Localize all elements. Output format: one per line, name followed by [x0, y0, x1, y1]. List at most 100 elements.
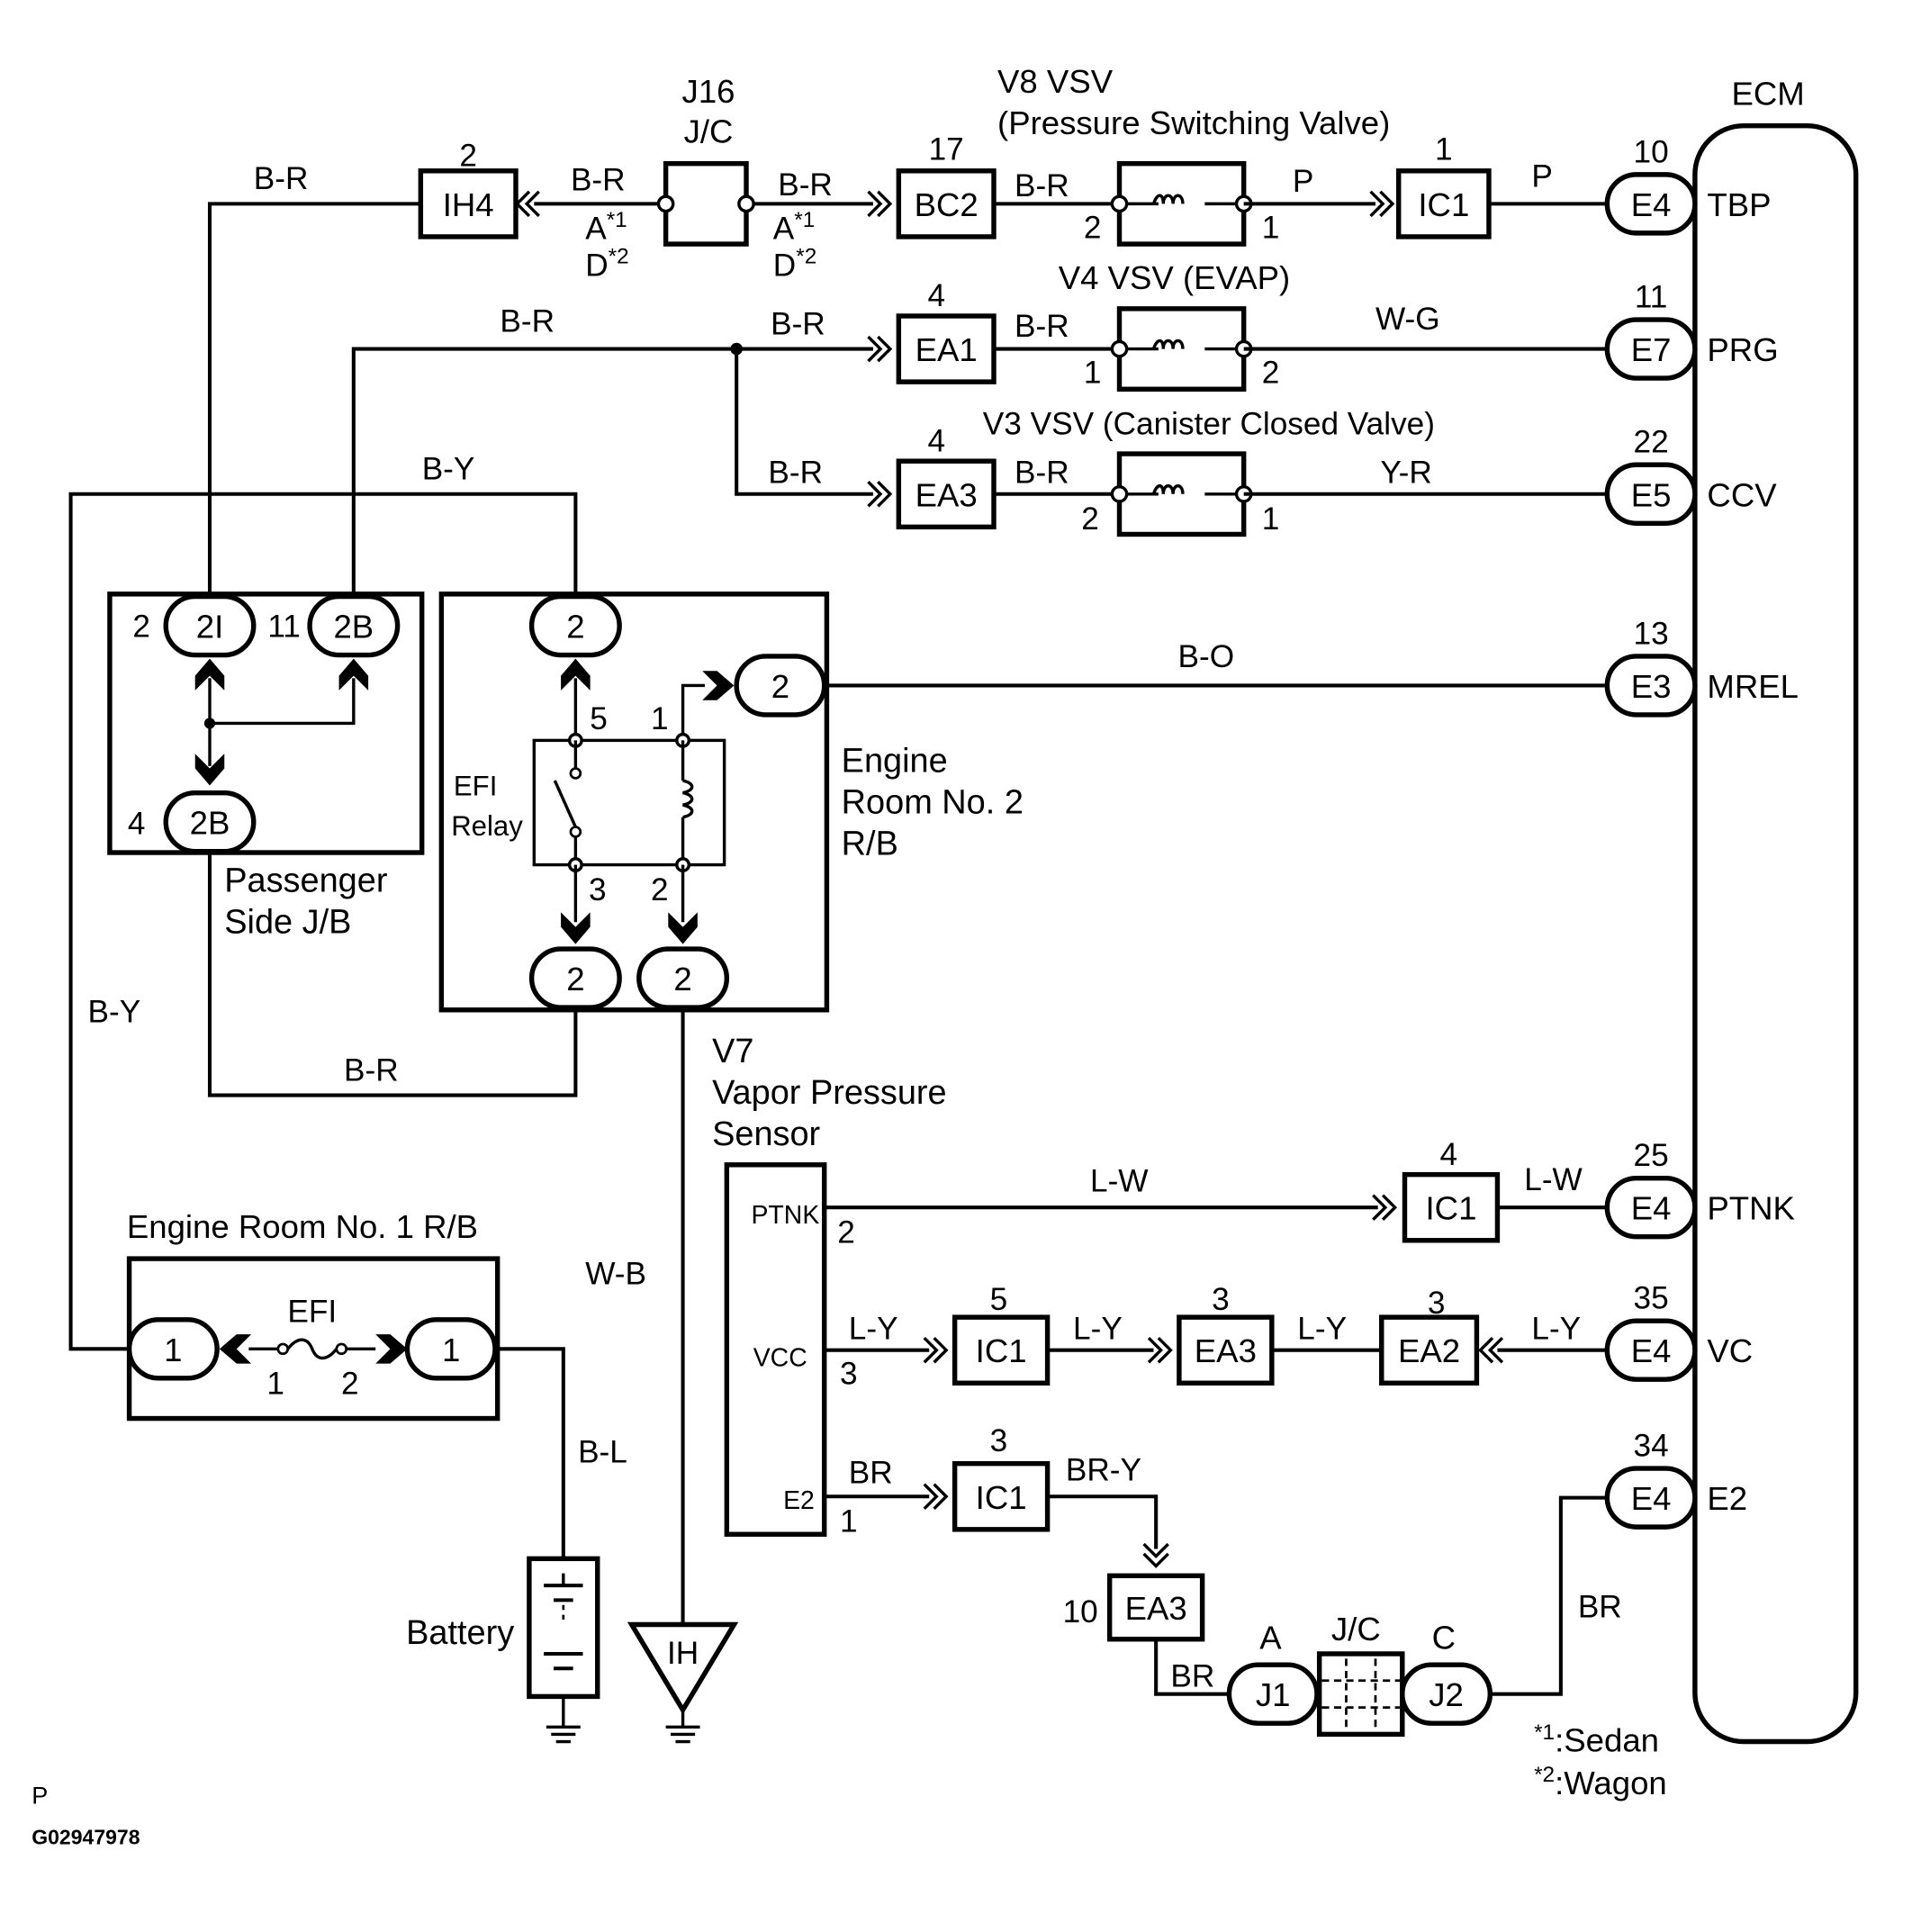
valve-v4-line1: V4 VSV (EVAP): [1059, 259, 1290, 296]
ecm-connector-label: E4: [1631, 1332, 1672, 1369]
ecm-connector-label: E3: [1631, 668, 1672, 705]
jc-bottom-a: A: [1259, 1620, 1282, 1657]
connector-ea2-vc: [1379, 1314, 1480, 1386]
connector-ih4-pin: 2: [459, 138, 477, 173]
connector-ea3-top-label: EA3: [915, 476, 978, 513]
wire-label-ly-4: L-Y: [1531, 1312, 1581, 1347]
ground-ih-symbol: [627, 1621, 739, 1715]
wire-label-br-9: B-R: [1015, 456, 1069, 491]
ecm-pin-name: PTNK: [1707, 1190, 1795, 1227]
connector-ea3-e2-pin: 10: [1063, 1594, 1098, 1630]
wire-label-br-e2-1: BR: [849, 1455, 893, 1490]
wire-label-br-e2-3: BR: [1578, 1589, 1622, 1624]
valve-v3-pin-b: 1: [1262, 501, 1280, 537]
wire-label-ly-1: L-Y: [849, 1312, 898, 1347]
ecm-pins: E410TBPE711PRGE522CCVE313MRELE425PTNKE43…: [1604, 134, 1799, 1530]
passenger-jb-conn-2b-bottom: [163, 790, 257, 854]
sensor-pin-vcc-label: VCC: [753, 1343, 807, 1372]
ecm-pin-number: 13: [1634, 616, 1669, 651]
ground-ih-label: IH: [667, 1636, 699, 1671]
connector-ic1-vc-label: IC1: [976, 1332, 1027, 1369]
valve-v4-pin-b: 2: [1262, 356, 1280, 391]
passenger-jb-pin-4: 4: [128, 807, 146, 842]
wire-label-br-6: B-R: [771, 306, 825, 341]
connector-ic1-vc: [951, 1314, 1051, 1386]
svg-text:1: 1: [442, 1332, 460, 1368]
connector-bc2-label: BC2: [915, 186, 979, 223]
ecm-connector-label: E4: [1631, 1190, 1672, 1227]
wire-label-by-1: B-Y: [422, 452, 475, 487]
wire-label-p-1: P: [1293, 164, 1313, 199]
ecm-pin-number: 11: [1635, 280, 1668, 315]
connector-ea3-top-pin: 4: [928, 423, 946, 458]
valve-v3-pin-a: 2: [1081, 501, 1099, 537]
note-a1-right: A*1: [773, 208, 816, 247]
ecm-pin-number: 34: [1634, 1429, 1669, 1464]
svg-text:2: 2: [566, 609, 584, 646]
svg-text:2: 2: [566, 961, 584, 998]
passenger-jb-pin-11: 11: [267, 609, 301, 644]
ecm-pin-name: CCV: [1707, 476, 1777, 513]
connector-ic1-top-label: IC1: [1418, 186, 1469, 223]
connector-ea3-e2-label: EA3: [1125, 1590, 1187, 1627]
ecm-connector-label: E4: [1631, 1480, 1672, 1517]
wire-label-br-8: B-R: [768, 456, 823, 491]
er2-line2: Room No. 2: [842, 784, 1024, 822]
connector-ea1: [896, 313, 997, 384]
passenger-jb-line2: Side J/B: [224, 903, 351, 941]
er1-conn-left: [126, 1317, 220, 1381]
sensor-pin-3: 3: [840, 1357, 858, 1392]
wire-label-br-7: B-R: [1015, 309, 1069, 344]
ecm-pin-name: VC: [1707, 1332, 1753, 1369]
connector-ic1-ptnk: [1402, 1171, 1501, 1243]
efi-relay-pin-1: 1: [651, 701, 669, 736]
sensor-pin-1: 1: [840, 1504, 858, 1539]
footer-p: P: [32, 1782, 48, 1810]
wire-label-br-10: B-R: [344, 1052, 399, 1088]
valve-v8-line1: V8 VSV: [997, 63, 1114, 100]
ecm-connector-label: E4: [1631, 186, 1672, 223]
wire-bl: [494, 1347, 565, 1559]
jc16-line1: J16: [682, 73, 735, 110]
svg-text:2B: 2B: [333, 609, 374, 646]
connector-ih4-label: IH4: [443, 186, 494, 223]
er2-line3: R/B: [842, 826, 898, 863]
note-d2-left: D*2: [585, 245, 628, 284]
jc16-line2: J/C: [684, 113, 734, 150]
wire-label-bl: B-L: [578, 1434, 627, 1469]
footer-code: G02947978: [32, 1825, 140, 1848]
wire-by: [68, 492, 578, 1351]
er1-pin-1: 1: [266, 1366, 284, 1401]
connector-bc2-pin: 17: [929, 132, 964, 167]
connector-ic1-e2: [951, 1460, 1051, 1532]
sensor-line3: Sensor: [712, 1115, 820, 1153]
efi-relay-pin-3: 3: [589, 872, 607, 907]
ecm-pin-name: TBP: [1707, 186, 1771, 223]
wire-label-ly-3: L-Y: [1297, 1312, 1347, 1347]
efi-relay-pin-5: 5: [590, 701, 608, 736]
passenger-jb-conn-2i: [163, 593, 257, 658]
wire-br-bottom: [207, 853, 578, 1097]
connector-ic1-vc-pin: 5: [990, 1282, 1008, 1317]
wire-label-br-4: B-R: [1015, 168, 1069, 203]
ecm-pin-number: 10: [1634, 134, 1669, 169]
sensor-pin-ptnk-label: PTNK: [751, 1201, 819, 1230]
efi-relay-line1: EFI: [454, 770, 497, 801]
valve-v3-line1: V3 VSV (Canister Closed Valve): [983, 406, 1435, 441]
er2-conn-bottom-left: [528, 946, 622, 1010]
sensor-line1: V7: [712, 1033, 753, 1070]
ecm-pin-name: E2: [1707, 1480, 1747, 1517]
connector-ea3-e2: [1106, 1573, 1205, 1642]
jc-bottom-label: J/C: [1331, 1611, 1381, 1648]
jc-bottom-c: C: [1432, 1620, 1456, 1657]
sensor-body: [724, 1162, 827, 1537]
wire-label-by-2: B-Y: [88, 994, 141, 1029]
er2-conn-top: [528, 593, 622, 658]
connector-ea3-top: [896, 458, 997, 530]
wire-label-br-1: B-R: [254, 161, 309, 196]
wire-label-lw-2: L-W: [1524, 1162, 1583, 1197]
connector-ea2-vc-pin: 3: [1428, 1286, 1446, 1321]
wire-br-main-left: [207, 202, 421, 593]
passenger-jb-line1: Passenger: [224, 862, 387, 899]
